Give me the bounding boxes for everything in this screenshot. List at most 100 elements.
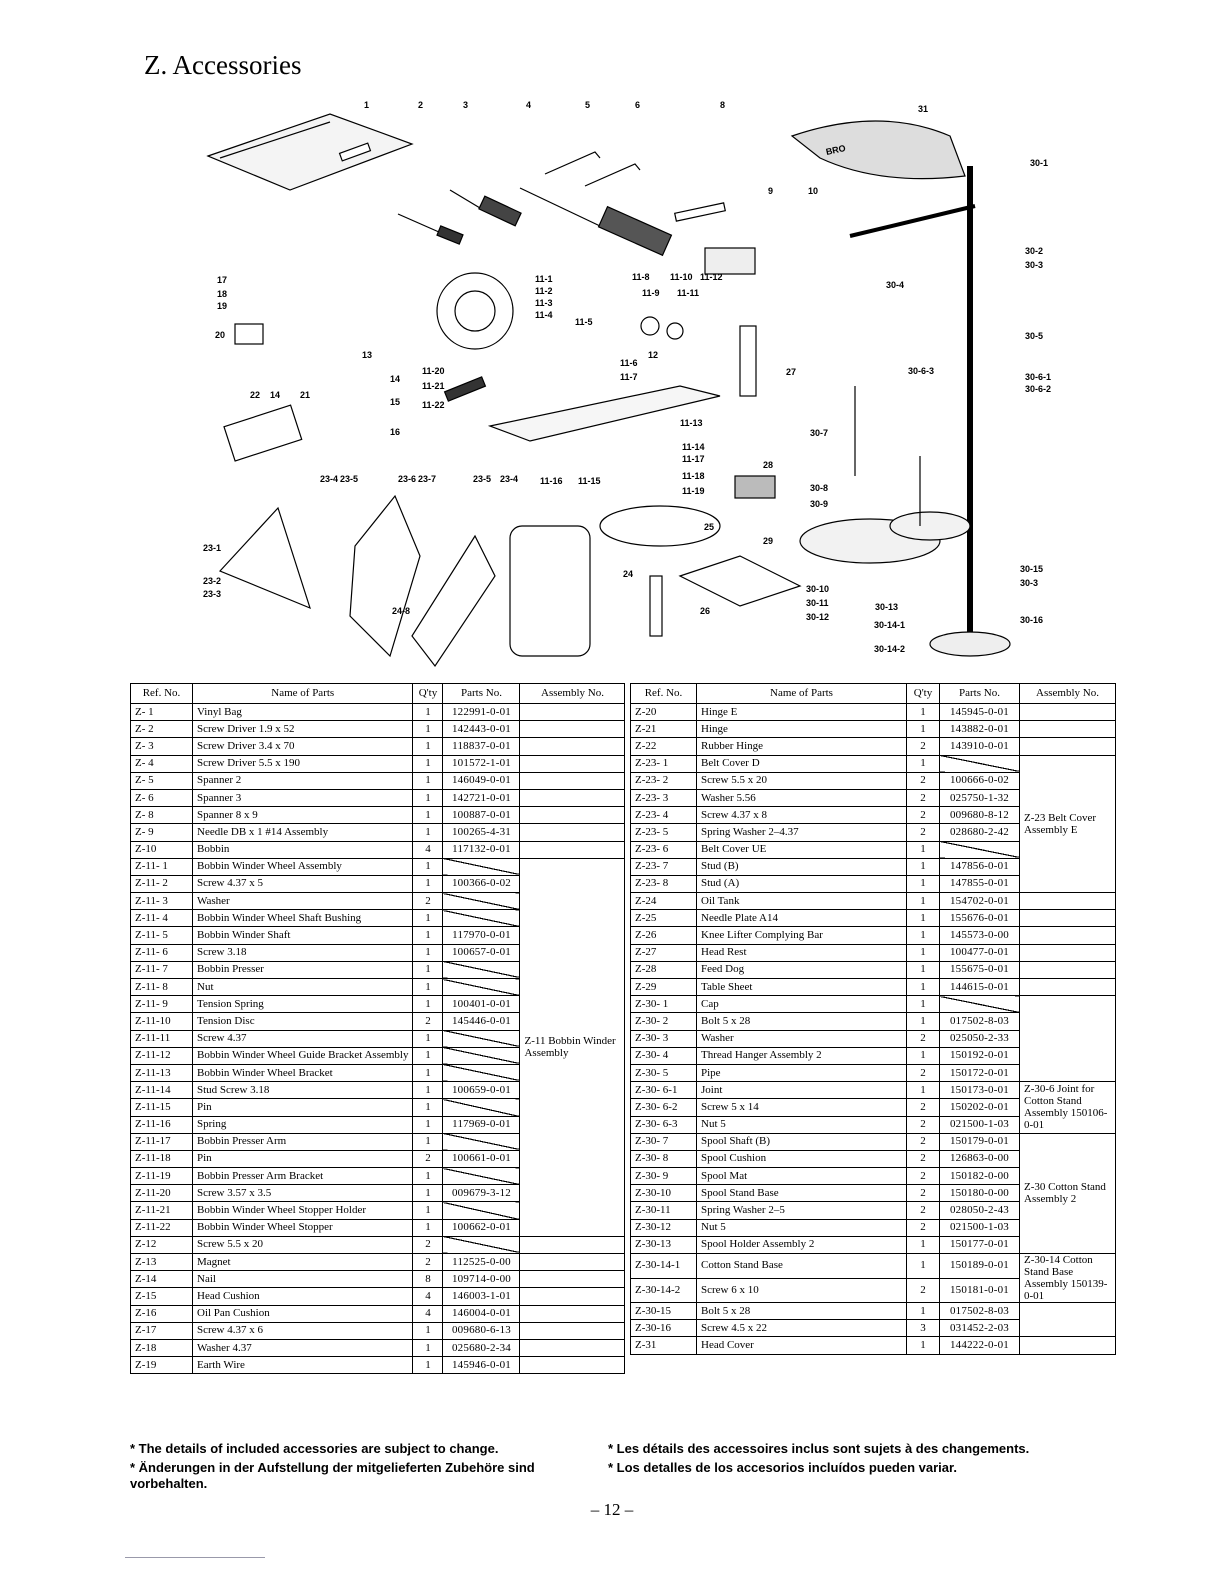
parts-no-cell: 100662-0-01: [442, 1218, 521, 1237]
callout-number: 14: [390, 374, 400, 384]
parts-no-cell: 143910-0-01: [939, 737, 1020, 756]
parts-no-cell: 147856-0-01: [939, 857, 1020, 876]
part-name-cell: Screw 3.18: [191, 943, 414, 962]
ref-no-cell: Z-11-17: [130, 1132, 193, 1151]
notes-left: * The details of included accessories ar…: [130, 1441, 560, 1495]
ref-no-cell: Z-11-21: [130, 1201, 193, 1220]
callout-number: 30-10: [806, 584, 829, 594]
ref-no-cell: Z-27: [630, 943, 697, 962]
parts-no-cell-empty: [442, 1046, 521, 1065]
qty-cell: 2: [412, 1149, 444, 1169]
part-name-cell: Joint: [696, 1081, 907, 1100]
part-name-cell: Screw Driver 3.4 x 70: [191, 737, 414, 756]
part-name-cell: Tension Spring: [191, 995, 414, 1014]
ref-no-cell: Z-30- 9: [630, 1167, 697, 1186]
qty-cell: 4: [412, 1287, 444, 1306]
parts-no-cell: 145946-0-01: [442, 1356, 521, 1375]
ref-no-cell: Z-11-22: [130, 1218, 193, 1237]
part-name-cell: Bobbin: [191, 840, 414, 859]
ref-no-cell: Z-30- 2: [630, 1012, 697, 1031]
parts-no-cell: 147855-0-01: [939, 874, 1020, 894]
qty-cell: 1: [906, 720, 940, 739]
qty-cell: 1: [906, 840, 940, 859]
col-header-ref: Ref. No.: [630, 683, 697, 704]
part-name-cell: Pin: [191, 1149, 414, 1169]
qty-cell: 2: [412, 1252, 444, 1272]
parts-no-cell-empty: [442, 1201, 521, 1220]
qty-cell: 1: [412, 823, 444, 842]
parts-no-cell: 150177-0-01: [939, 1235, 1020, 1255]
callout-number: 14: [270, 390, 280, 400]
parts-no-cell: 028050-2-43: [939, 1201, 1020, 1220]
assembly-cell-empty: [519, 1235, 626, 1255]
ref-no-cell: Z-15: [130, 1287, 193, 1306]
parts-no-cell: 145573-0-00: [939, 926, 1020, 945]
assembly-cell-empty: [519, 1356, 626, 1375]
part-name-cell: Feed Dog: [696, 960, 907, 980]
col-header-assembly: Assembly No.: [1019, 683, 1116, 704]
qty-cell: 2: [906, 1149, 940, 1169]
parts-no-cell: 150202-0-01: [939, 1098, 1020, 1117]
ref-no-cell: Z-11-13: [130, 1063, 193, 1083]
assembly-z30-empty: [1019, 1301, 1116, 1338]
ref-no-cell: Z-30- 5: [630, 1063, 697, 1083]
parts-no-cell: 101572-1-01: [442, 754, 521, 773]
assembly-cell-empty: [1019, 1336, 1116, 1355]
callout-number: 11-22: [422, 400, 445, 410]
part-name-cell: Tension Disc: [191, 1012, 414, 1031]
part-name-cell: Screw 5 x 14: [696, 1098, 907, 1117]
part-name-cell: Bobbin Presser Arm: [191, 1132, 414, 1151]
callout-number: 8: [720, 100, 725, 110]
col-header-qty: Q'ty: [412, 683, 444, 704]
callout-number: 24: [623, 569, 633, 579]
qty-cell: 4: [412, 1304, 444, 1323]
parts-no-cell: 100401-0-01: [442, 995, 521, 1014]
ref-no-cell: Z-23- 2: [630, 771, 697, 790]
col-header-parts-no: Parts No.: [939, 683, 1020, 704]
parts-no-cell: 150172-0-01: [939, 1063, 1020, 1083]
qty-cell: 1: [906, 857, 940, 876]
part-name-cell: Cap: [696, 995, 907, 1014]
callout-number: 23-5: [473, 474, 491, 484]
ref-no-cell: Z-30- 6-1: [630, 1081, 697, 1100]
assembly-cell-empty: [1019, 720, 1116, 739]
callout-number: 11-1: [535, 274, 553, 284]
callout-number: 11-16: [540, 476, 563, 486]
callout-number: 30-16: [1020, 615, 1043, 625]
qty-cell: 2: [906, 737, 940, 756]
part-name-cell: Bobbin Winder Wheel Assembly: [191, 857, 414, 876]
accessories-exploded-diagram: BRO 1 2 3 4 5 6: [203, 100, 1051, 668]
ref-no-cell: Z-23- 4: [630, 806, 697, 825]
callout-number: 18: [217, 289, 227, 299]
parts-no-cell: 146004-0-01: [442, 1304, 521, 1323]
parts-no-cell: 021500-1-03: [939, 1115, 1020, 1134]
qty-cell: 2: [906, 1098, 940, 1117]
parts-no-cell: 100659-0-01: [442, 1081, 521, 1100]
callout-number: 23-4: [320, 474, 338, 484]
parts-no-cell: 009679-3-12: [442, 1184, 521, 1203]
part-name-cell: Stud (B): [696, 857, 907, 876]
part-name-cell: Bobbin Presser: [191, 960, 414, 980]
ref-no-cell: Z-11- 9: [130, 995, 193, 1014]
parts-no-cell-empty: [939, 995, 1020, 1014]
qty-cell: 2: [906, 1218, 940, 1237]
callout-number: 30-6-1: [1025, 372, 1051, 382]
part-name-cell: Bobbin Winder Wheel Shaft Bushing: [191, 909, 414, 928]
ref-no-cell: Z-30- 7: [630, 1132, 697, 1151]
callout-number: 24-8: [392, 606, 410, 616]
ref-no-cell: Z-30- 3: [630, 1029, 697, 1048]
callout-number: 30-6-2: [1025, 384, 1051, 394]
callout-number: 23-6: [398, 474, 416, 484]
ref-no-cell: Z-30-14-2: [630, 1277, 697, 1303]
callout-number: 30-3: [1020, 578, 1038, 588]
callout-number: 9: [768, 186, 773, 196]
part-name-cell: Screw Driver 5.5 x 190: [191, 754, 414, 773]
callout-number: 11-10: [670, 272, 693, 282]
